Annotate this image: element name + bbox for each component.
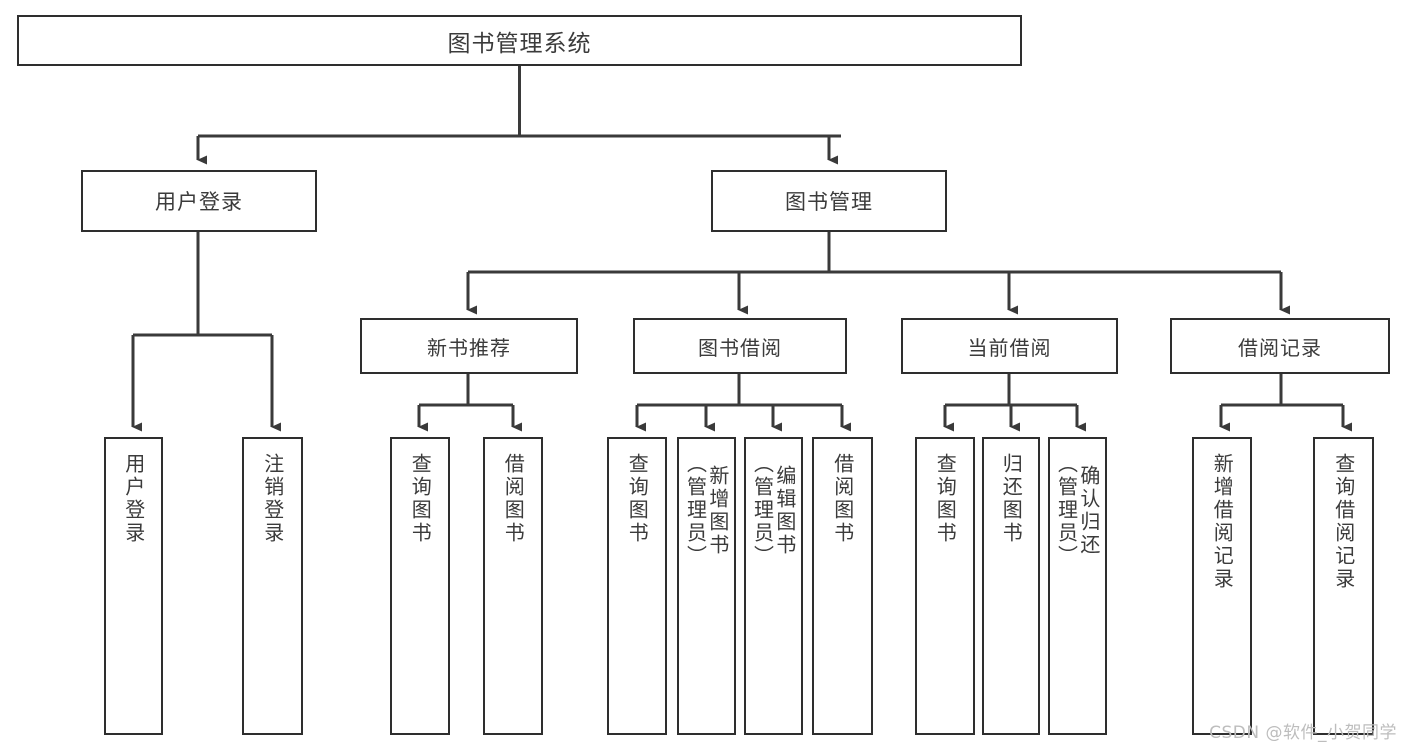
node-root-system-label: 图书管理系统 xyxy=(447,30,592,57)
leaf-current-borrow-confirm-return[interactable]: 确认归还 （管理员） xyxy=(1048,437,1107,735)
node-borrow-record[interactable]: 借阅记录 xyxy=(1170,318,1390,374)
leaf-book-borrow-query[interactable]: 查询图书 xyxy=(607,437,667,735)
leaf-current-borrow-confirm-return-label: 确认归还 （管理员） xyxy=(1054,453,1101,568)
leaf-new-book-query[interactable]: 查询图书 xyxy=(390,437,450,735)
leaf-book-borrow-edit[interactable]: 编辑图书 （管理员） xyxy=(744,437,803,735)
leaf-book-borrow-add[interactable]: 新增图书 （管理员） xyxy=(677,437,736,735)
leaf-new-book-borrow[interactable]: 借阅图书 xyxy=(483,437,543,735)
leaf-book-borrow-edit-label: 编辑图书 （管理员） xyxy=(750,453,797,568)
leaf-current-borrow-query-label: 查询图书 xyxy=(933,453,958,545)
leaf-current-borrow-query[interactable]: 查询图书 xyxy=(915,437,975,735)
leaf-current-borrow-return-label: 归还图书 xyxy=(999,453,1024,545)
leaf-user-login-signout[interactable]: 注销登录 xyxy=(242,437,303,735)
leaf-borrow-record-query-label: 查询借阅记录 xyxy=(1331,453,1356,591)
node-root-system[interactable]: 图书管理系统 xyxy=(17,15,1022,66)
node-book-management-label: 图书管理 xyxy=(785,190,873,214)
node-borrow-record-label: 借阅记录 xyxy=(1238,335,1322,360)
leaf-book-borrow-query-label: 查询图书 xyxy=(625,453,650,545)
node-book-borrow-label: 图书借阅 xyxy=(698,335,782,360)
leaf-user-login-signout-label: 注销登录 xyxy=(260,453,285,545)
leaf-new-book-query-label: 查询图书 xyxy=(408,453,433,545)
node-current-borrow[interactable]: 当前借阅 xyxy=(901,318,1118,374)
leaf-book-borrow-add-label: 新增图书 （管理员） xyxy=(683,453,730,568)
node-book-management[interactable]: 图书管理 xyxy=(711,170,947,232)
leaf-borrow-record-query[interactable]: 查询借阅记录 xyxy=(1313,437,1374,735)
leaf-book-borrow-lend[interactable]: 借阅图书 xyxy=(812,437,873,735)
node-user-login[interactable]: 用户登录 xyxy=(81,170,317,232)
leaf-borrow-record-add-label: 新增借阅记录 xyxy=(1210,453,1235,591)
leaf-user-login-signin[interactable]: 用户登录 xyxy=(104,437,163,735)
node-user-login-label: 用户登录 xyxy=(155,190,243,214)
leaf-current-borrow-return[interactable]: 归还图书 xyxy=(982,437,1040,735)
csdn-watermark: CSDN @软件_小贺同学 xyxy=(1209,723,1397,743)
node-current-borrow-label: 当前借阅 xyxy=(967,335,1052,360)
leaf-borrow-record-add[interactable]: 新增借阅记录 xyxy=(1192,437,1252,735)
node-book-borrow[interactable]: 图书借阅 xyxy=(633,318,847,374)
leaf-user-login-signin-label: 用户登录 xyxy=(121,453,146,545)
node-new-book-recommend[interactable]: 新书推荐 xyxy=(360,318,578,374)
leaf-book-borrow-lend-label: 借阅图书 xyxy=(830,453,855,545)
leaf-new-book-borrow-label: 借阅图书 xyxy=(501,453,526,545)
node-new-book-recommend-label: 新书推荐 xyxy=(427,335,511,360)
